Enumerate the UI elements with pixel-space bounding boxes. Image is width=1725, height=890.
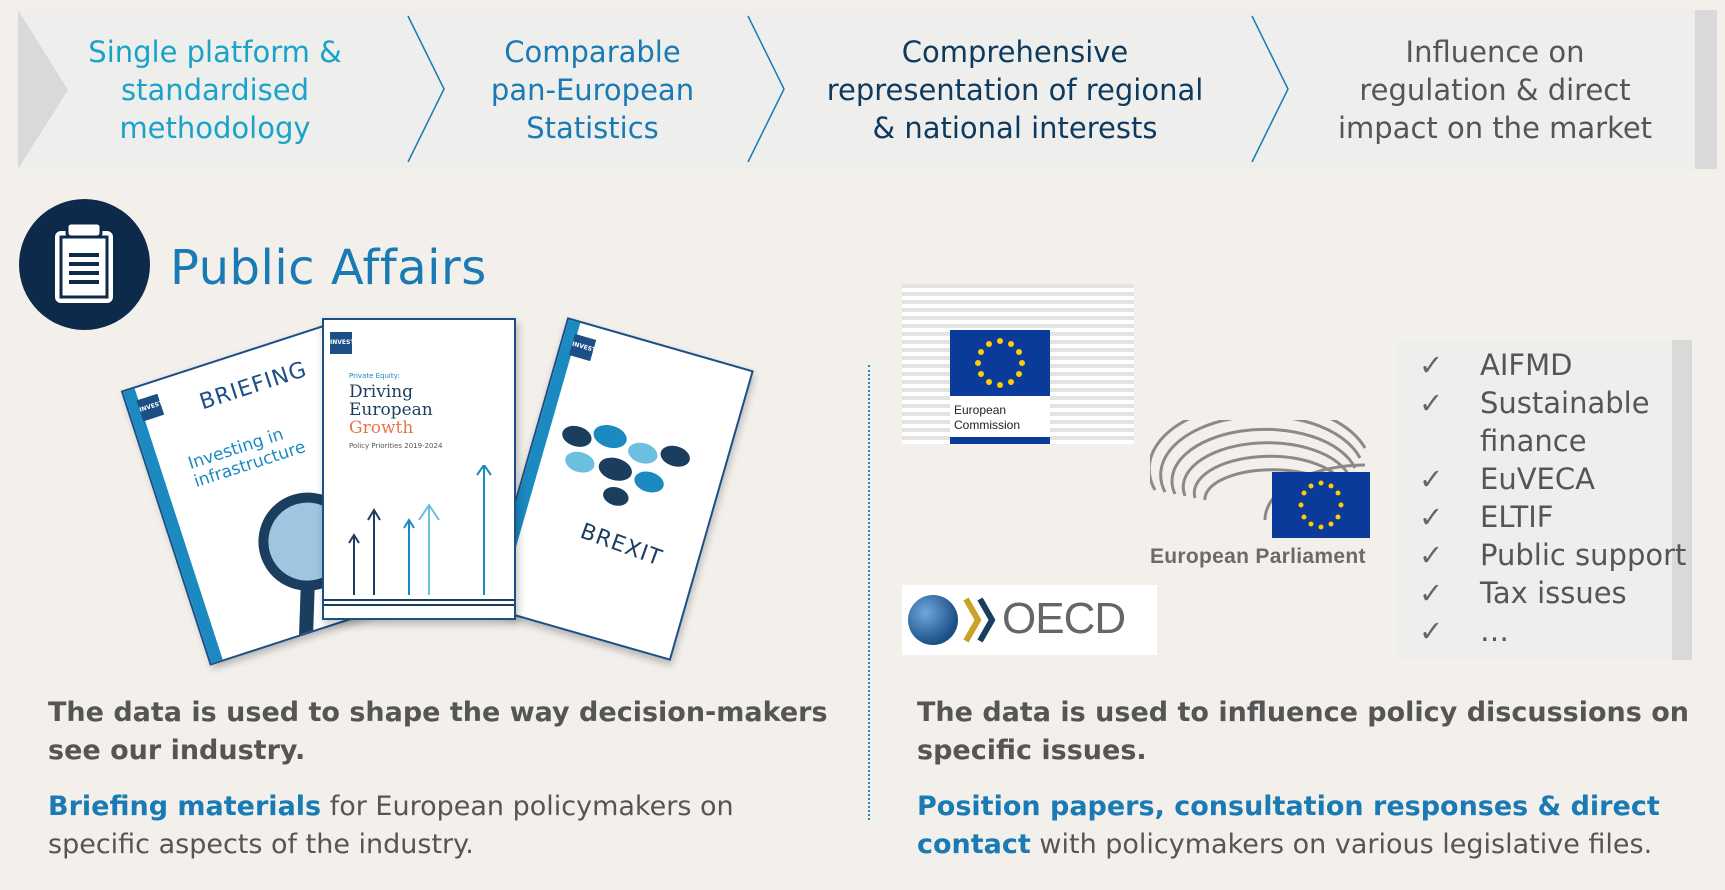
topics-checklist: ✓AIFMD ✓Sustainable finance ✓EuVECA ✓ELT… xyxy=(1397,340,1692,660)
step-representation: Comprehensive representation of regional… xyxy=(826,35,1204,145)
report-driving-growth: INVEST BREXIT xyxy=(484,317,754,661)
growth-line2: European xyxy=(349,400,433,420)
arrows-graphic xyxy=(324,465,514,606)
brexit-bubbles-image xyxy=(546,413,703,528)
checklist-item: ✓Tax issues xyxy=(1419,576,1627,610)
growth-sub: Policy Priorities 2019-2024 xyxy=(349,442,443,450)
oecd-chevrons-icon xyxy=(963,597,996,643)
brexit-title: BREXIT xyxy=(576,518,666,572)
eu-stars-icon xyxy=(975,338,1025,388)
chevron-right-icon xyxy=(407,15,445,163)
step-single-platform: Single platform & standardised methodolo… xyxy=(88,35,342,145)
right-highlight: Position papers, consultation responses … xyxy=(917,791,1660,860)
step-influence: Influence on regulation & direct impact … xyxy=(1337,35,1653,145)
parliament-hemicycle-icon xyxy=(1147,402,1370,538)
european-commission-logo: European Commission xyxy=(902,284,1134,444)
growth-line1: Driving xyxy=(349,382,414,402)
column-divider xyxy=(868,365,870,820)
briefing-subtitle: Investing in infrastructure xyxy=(185,424,309,493)
checklist-item: ✓AIFMD xyxy=(1419,348,1573,382)
oecd-label: OECD xyxy=(1002,594,1126,643)
briefing-title: BRIEFING xyxy=(196,357,311,416)
growth-kicker: Private Equity: xyxy=(349,372,400,380)
ec-label-line2: Commission xyxy=(954,418,1021,432)
clipboard-icon xyxy=(19,199,150,330)
european-parliament-logo: European Parliament xyxy=(1147,402,1380,580)
ep-label: European Parliament xyxy=(1150,545,1366,568)
chevron-right-icon xyxy=(747,15,785,163)
right-rest: with policymakers on various legislative… xyxy=(1030,829,1653,860)
left-description: Briefing materials for European policyma… xyxy=(48,788,838,864)
report-growth: INVEST Private Equity: Driving European … xyxy=(322,318,516,620)
right-summary: The data is used to influence policy dis… xyxy=(917,697,1689,766)
growth-line3: Growth xyxy=(349,418,414,438)
left-summary: The data is used to shape the way decisi… xyxy=(48,697,828,766)
ec-label-line1: European xyxy=(954,403,1007,417)
checklist-item: ✓ELTIF xyxy=(1419,500,1554,534)
right-description: Position papers, consultation responses … xyxy=(917,788,1717,864)
step-comparable-statistics: Comparable pan-European Statistics xyxy=(490,35,695,145)
checklist-side-bar xyxy=(1672,340,1692,660)
process-banner xyxy=(18,10,1718,169)
checklist-item: ✓EuVECA xyxy=(1419,462,1595,496)
checklist-item: ✓Sustainable finance xyxy=(1419,386,1650,458)
oecd-logo: OECD xyxy=(902,585,1157,655)
globe-icon xyxy=(908,595,958,645)
banner-start-arrow xyxy=(18,10,68,169)
page-title: Public Affairs xyxy=(170,240,487,296)
checklist-item: ✓Public support xyxy=(1419,538,1687,572)
left-rest: for European policymakers on specific as… xyxy=(48,791,734,860)
banner-end-bar xyxy=(1695,10,1717,169)
left-highlight: Briefing materials xyxy=(48,791,322,822)
checklist-item: ✓… xyxy=(1419,614,1509,648)
chevron-right-icon xyxy=(1251,15,1289,163)
